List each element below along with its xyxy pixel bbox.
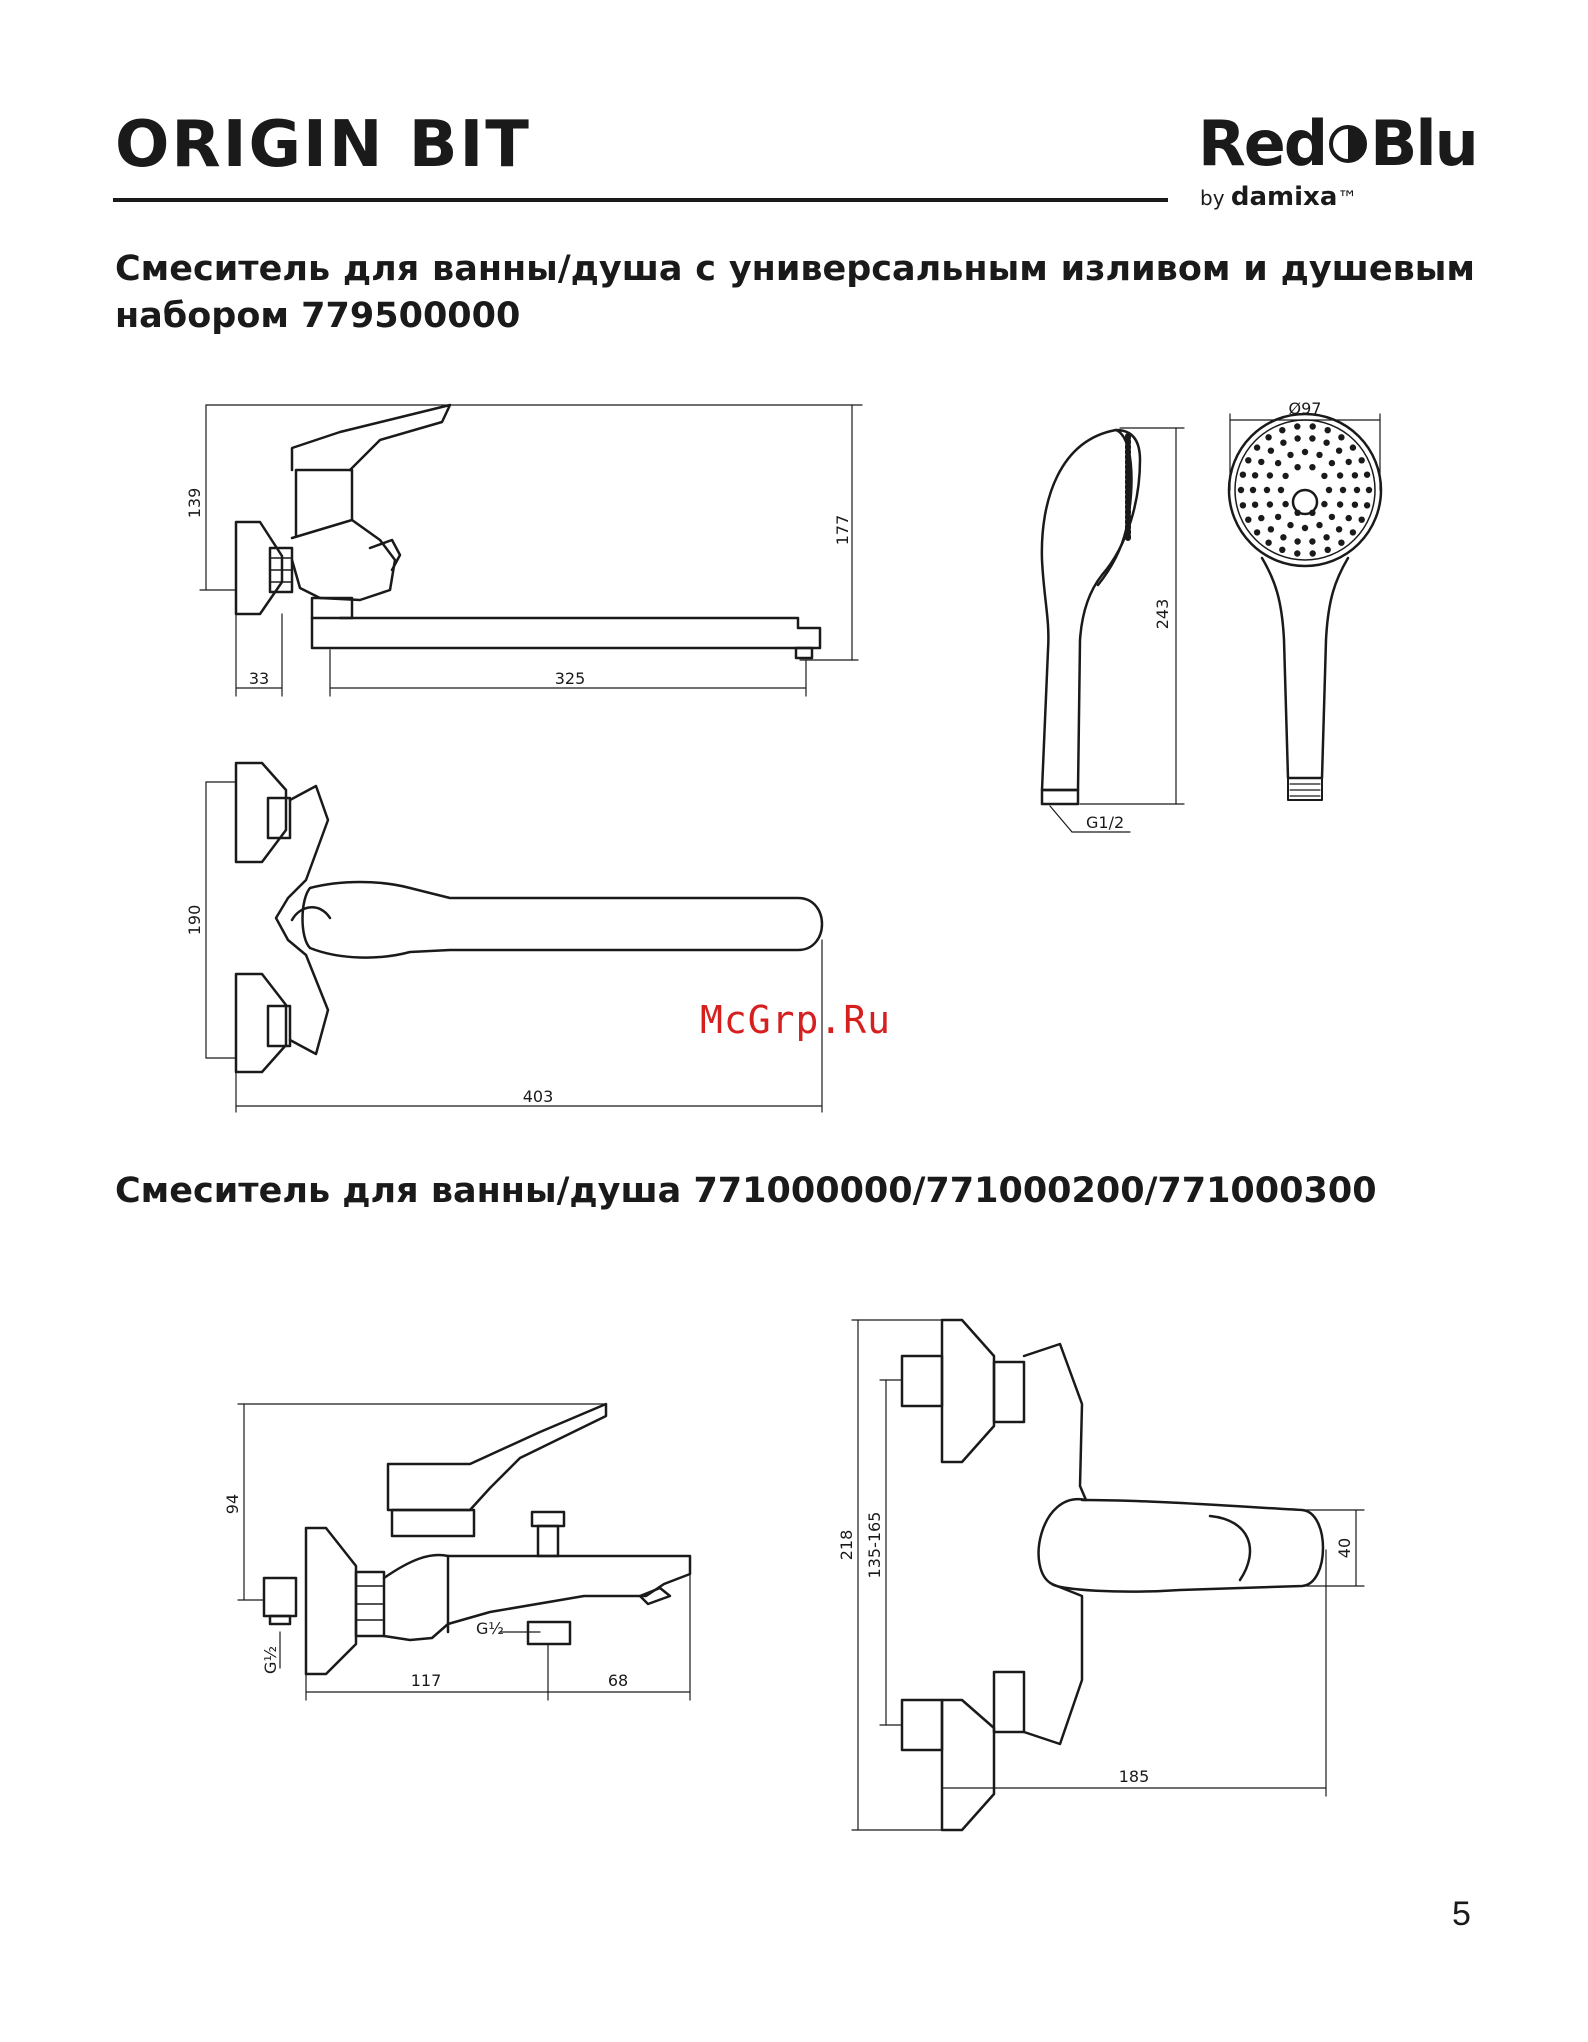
dim-243: 243 bbox=[1153, 599, 1172, 630]
dim-177: 177 bbox=[833, 515, 852, 546]
bath-mixer-top-dimensions bbox=[852, 1320, 1364, 1830]
mixer-top-dimensions bbox=[206, 782, 822, 1112]
dim-g12-side: G½ bbox=[261, 1646, 280, 1674]
dim-135-165: 135-165 bbox=[865, 1512, 884, 1579]
dim-325: 325 bbox=[555, 669, 586, 688]
watermark: McGrp.Ru bbox=[700, 998, 891, 1042]
dim-117: 117 bbox=[411, 1671, 442, 1690]
hand-shower-side-view bbox=[1042, 430, 1140, 804]
dim-403: 403 bbox=[523, 1087, 554, 1106]
dim-40: 40 bbox=[1335, 1538, 1354, 1558]
mixer-side-view bbox=[236, 405, 820, 658]
dim-g12-outlet: G½ bbox=[476, 1619, 504, 1638]
page-number: 5 bbox=[1452, 1895, 1471, 1934]
dim-g12: G1/2 bbox=[1086, 813, 1124, 832]
dim-139: 139 bbox=[185, 488, 204, 519]
hand-shower-front-view bbox=[1229, 414, 1381, 800]
mixer-side-dimensions bbox=[200, 405, 862, 696]
bath-mixer-top-view bbox=[902, 1320, 1323, 1830]
dim-185: 185 bbox=[1119, 1767, 1150, 1786]
dim-190: 190 bbox=[185, 905, 204, 936]
dim-33: 33 bbox=[249, 669, 269, 688]
dim-68: 68 bbox=[608, 1671, 628, 1690]
dim-97: Ø97 bbox=[1289, 399, 1322, 418]
dim-94: 94 bbox=[223, 1494, 242, 1514]
dim-218: 218 bbox=[837, 1530, 856, 1561]
